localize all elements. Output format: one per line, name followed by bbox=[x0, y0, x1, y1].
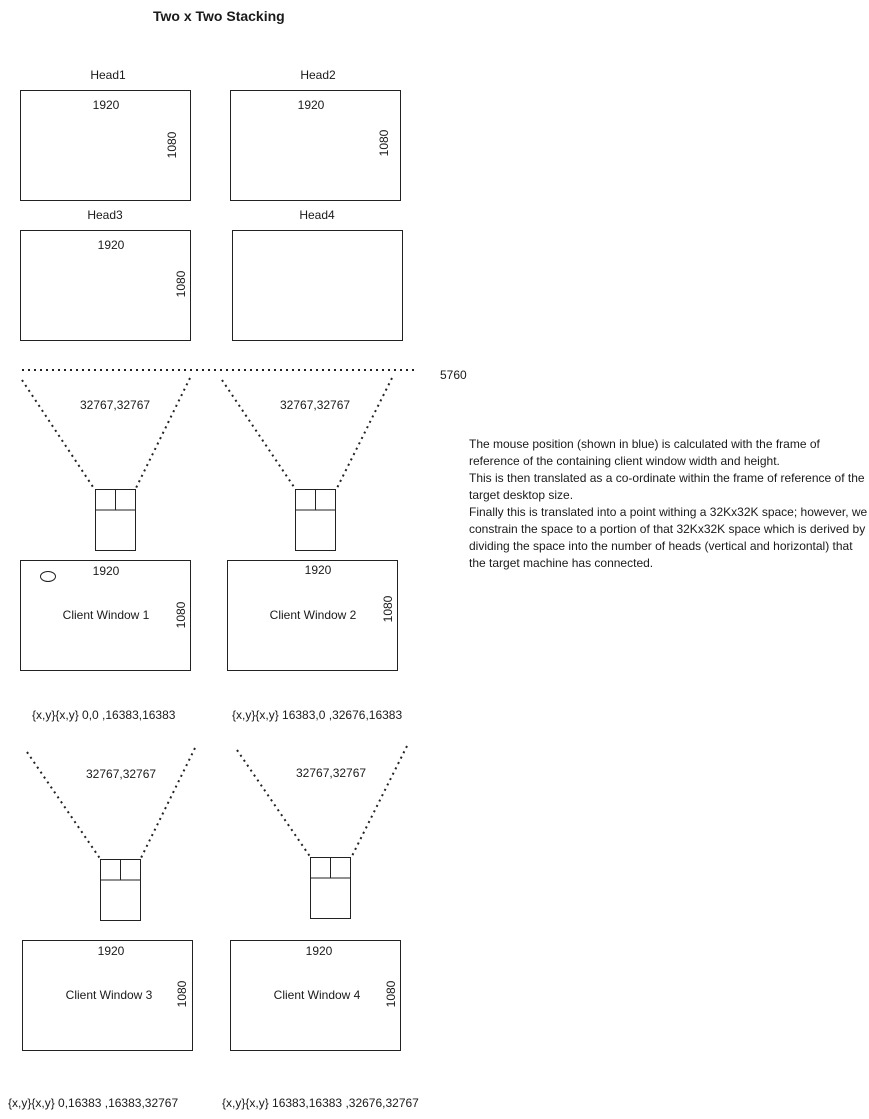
projection-line-2-left bbox=[221, 379, 297, 491]
mapping-glyph-1 bbox=[95, 489, 136, 551]
projection-label-4: 32767,32767 bbox=[296, 766, 367, 780]
client-window-1-label: Client Window 1 bbox=[62, 608, 150, 622]
client-window-2-width: 1920 bbox=[304, 563, 332, 577]
head3-box: 1920 1080 bbox=[20, 230, 191, 341]
description-paragraph-1: The mouse position (shown in blue) is ca… bbox=[469, 437, 820, 468]
head2-width: 1920 bbox=[297, 98, 325, 112]
head2-box: 1920 1080 bbox=[230, 90, 401, 201]
client-window-4-range: {x,y}{x,y} 16383,16383 ,32676,32767 bbox=[222, 1096, 419, 1110]
mapping-glyph-3 bbox=[100, 859, 141, 921]
head2-label: Head2 bbox=[300, 68, 336, 82]
projection-line-1-right bbox=[134, 377, 191, 491]
client-window-1: 1920 Client Window 1 1080 bbox=[20, 560, 191, 671]
mapping-glyph-2 bbox=[295, 489, 336, 551]
client-window-1-width: 1920 bbox=[92, 564, 120, 578]
client-window-1-height: 1080 bbox=[174, 601, 188, 629]
head3-width: 1920 bbox=[97, 238, 125, 252]
projection-label-2: 32767,32767 bbox=[280, 398, 351, 412]
client-window-4: 1920 Client Window 4 1080 bbox=[230, 940, 401, 1051]
client-window-2-label: Client Window 2 bbox=[269, 608, 357, 622]
desktop-total-width: 5760 bbox=[440, 368, 467, 382]
projection-line-1-left bbox=[21, 379, 96, 491]
projection-line-4-left bbox=[236, 749, 312, 859]
diagram-title: Two x Two Stacking bbox=[153, 8, 285, 24]
head1-height: 1080 bbox=[165, 131, 179, 159]
client-window-4-width: 1920 bbox=[305, 944, 333, 958]
head3-height: 1080 bbox=[174, 270, 188, 298]
head4-label: Head4 bbox=[299, 208, 335, 222]
head4-box bbox=[232, 230, 403, 341]
projection-line-3-right bbox=[139, 747, 196, 861]
projection-line-3-left bbox=[26, 751, 102, 861]
client-window-3-height: 1080 bbox=[175, 980, 189, 1008]
description-text: The mouse position (shown in blue) is ca… bbox=[469, 436, 869, 572]
client-window-3-range: {x,y}{x,y} 0,16383 ,16383,32767 bbox=[8, 1096, 179, 1110]
projection-line-2-right bbox=[335, 377, 393, 491]
head1-label: Head1 bbox=[90, 68, 126, 82]
projection-label-1: 32767,32767 bbox=[80, 398, 151, 412]
description-paragraph-3: Finally this is translated into a point … bbox=[469, 505, 868, 570]
client-window-2-height: 1080 bbox=[381, 595, 395, 623]
client-window-1-range: {x,y}{x,y} 0,0 ,16383,16383 bbox=[32, 708, 176, 722]
head2-height: 1080 bbox=[377, 129, 391, 157]
head1-width: 1920 bbox=[92, 98, 120, 112]
client-window-4-height: 1080 bbox=[384, 980, 398, 1008]
client-window-3-width: 1920 bbox=[97, 944, 125, 958]
client-window-3: 1920 Client Window 3 1080 bbox=[22, 940, 193, 1051]
client-window-4-label: Client Window 4 bbox=[273, 988, 361, 1002]
client-window-3-label: Client Window 3 bbox=[65, 988, 153, 1002]
description-paragraph-2: This is then translated as a co-ordinate… bbox=[469, 471, 865, 502]
mapping-glyph-4 bbox=[310, 857, 351, 919]
client-window-2: 1920 Client Window 2 1080 bbox=[227, 560, 398, 671]
projection-label-3: 32767,32767 bbox=[86, 767, 157, 781]
head1-box: 1920 1080 bbox=[20, 90, 191, 201]
head3-label: Head3 bbox=[87, 208, 123, 222]
projection-line-4-right bbox=[350, 745, 408, 859]
mouse-position-marker bbox=[40, 571, 56, 582]
client-window-2-range: {x,y}{x,y} 16383,0 ,32676,16383 bbox=[232, 708, 403, 722]
